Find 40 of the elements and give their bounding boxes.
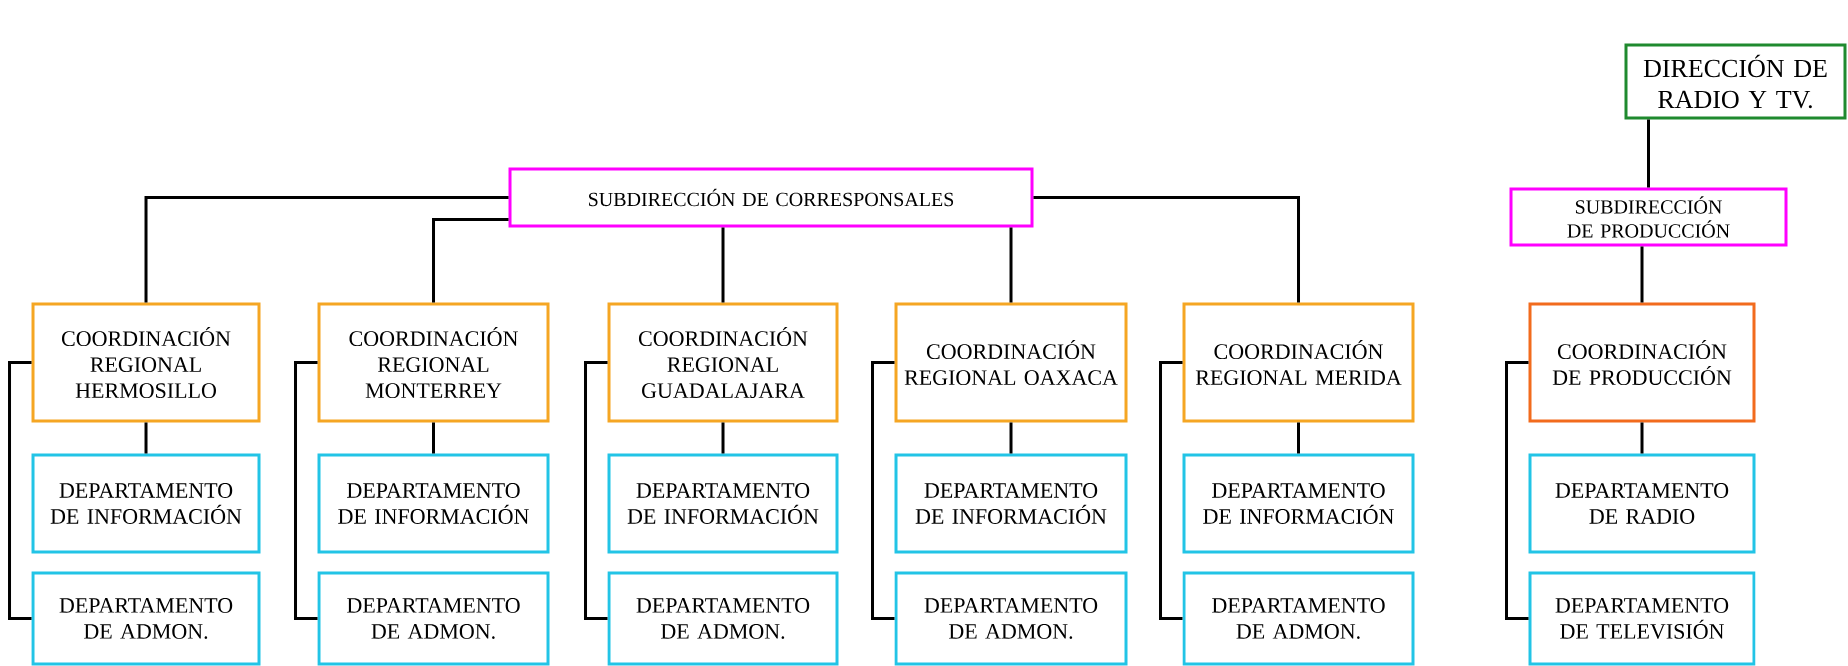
connector-line <box>721 422 725 454</box>
department-box: DEPARTAMENTO DE TELEVISIÓN <box>1528 571 1756 666</box>
connector-line <box>1009 422 1013 454</box>
connector-line <box>144 196 509 303</box>
coordination-box: COORDINACIÓN REGIONAL HERMOSILLO <box>31 302 261 423</box>
department-box: DEPARTAMENTO DE INFORMACIÓN <box>1182 453 1415 554</box>
department-box: DEPARTAMENTO DE INFORMACIÓN <box>317 453 550 554</box>
connector-line <box>144 422 148 454</box>
department-box: DEPARTAMENTO DE INFORMACIÓN <box>607 453 839 554</box>
connector-line <box>1647 119 1650 188</box>
department-box: DEPARTAMENTO DE RADIO <box>1528 453 1756 554</box>
direction-box: DIRECCIÓN DE RADIO Y TV. <box>1624 43 1847 120</box>
connector-line <box>432 422 435 454</box>
department-box: DEPARTAMENTO DE INFORMACIÓN <box>894 453 1128 554</box>
department-box: DEPARTAMENTO DE ADMON. <box>317 571 550 666</box>
department-box: DEPARTAMENTO DE ADMON. <box>894 571 1128 666</box>
department-box: DEPARTAMENTO DE INFORMACIÓN <box>31 453 261 554</box>
subdirection-box: SUBDIRECCIÓN DE PRODUCCIÓN <box>1509 187 1788 247</box>
connector-line <box>1640 422 1644 454</box>
coordination-box: COORDINACIÓN REGIONAL MONTERREY <box>317 302 550 423</box>
subdirection-box: SUBDIRECCIÓN DE CORRESPONSALES <box>508 167 1034 228</box>
connector-line <box>294 361 318 620</box>
connector-line <box>721 227 725 303</box>
coordination-box: COORDINACIÓN REGIONAL MERIDA <box>1182 302 1415 423</box>
department-box: DEPARTAMENTO DE ADMON. <box>607 571 839 666</box>
connector-line <box>432 218 509 303</box>
connector-line <box>1297 422 1300 454</box>
connector-line <box>584 361 608 620</box>
connector-line <box>1159 361 1183 620</box>
connector-line <box>1033 196 1300 303</box>
connector-line <box>871 361 895 620</box>
connector-line <box>8 361 32 620</box>
coordination-box: COORDINACIÓN REGIONAL OAXACA <box>894 302 1128 423</box>
coordination-box: COORDINACIÓN DE PRODUCCIÓN <box>1528 302 1756 423</box>
connector-line <box>1009 227 1013 303</box>
connector-line <box>1640 246 1644 303</box>
department-box: DEPARTAMENTO DE ADMON. <box>31 571 261 666</box>
department-box: DEPARTAMENTO DE ADMON. <box>1182 571 1415 666</box>
connector-line <box>1505 361 1529 620</box>
coordination-box: COORDINACIÓN REGIONAL GUADALAJARA <box>607 302 839 423</box>
